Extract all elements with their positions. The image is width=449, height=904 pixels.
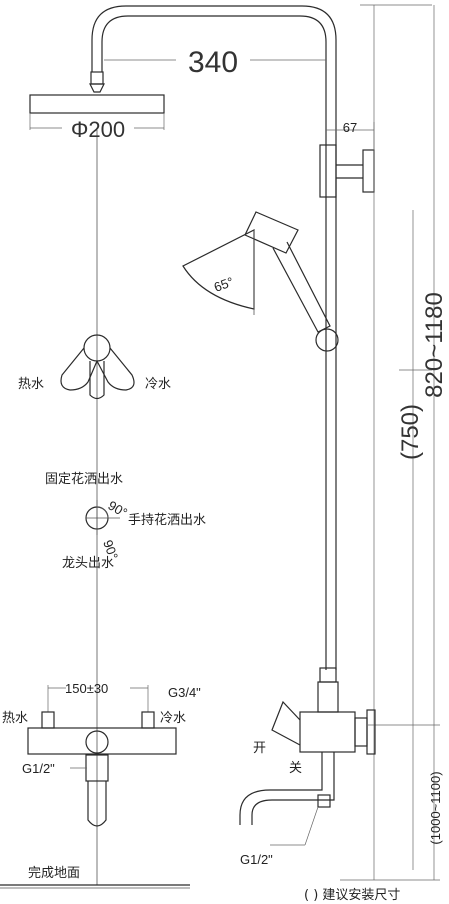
hot-label-bottom: 热水 xyxy=(2,711,28,726)
thread-spout-label: G1/2" xyxy=(240,852,273,867)
wall-offset-label: 67 xyxy=(343,120,357,135)
arm-width-dimension: 340 xyxy=(104,46,326,79)
mixer-valve-front xyxy=(60,334,135,400)
thread-main-label: G3/4" xyxy=(168,685,201,700)
cold-label-top: 冷水 xyxy=(145,377,171,392)
floor: 完成地面 xyxy=(0,866,190,889)
height-dimensions: 820~1180 (750) (1000~1100) xyxy=(340,4,448,881)
fixed-shower-label: 固定花洒出水 xyxy=(45,471,123,487)
shower-head: Φ200 xyxy=(29,94,165,142)
hand-shower: 65° xyxy=(182,211,339,352)
head-diameter-label: Φ200 xyxy=(71,117,125,142)
shower-arm xyxy=(89,5,337,145)
total-height-label: 820~1180 xyxy=(421,292,448,398)
thread-outlet-label: G1/2" xyxy=(22,761,55,776)
tap-outlet-label: 龙头出水 xyxy=(62,556,114,571)
handset-angle-label: 65° xyxy=(212,274,236,295)
cold-label-bottom: 冷水 xyxy=(160,711,186,726)
spout-height-label: (1000~1100) xyxy=(428,771,443,844)
note-label: ( ) 建议安装尺寸 xyxy=(304,888,400,903)
tub-spout-side xyxy=(239,681,376,846)
spread-label: 150±30 xyxy=(65,681,108,696)
hand-shower-label: 手持花洒出水 xyxy=(128,512,206,528)
open-label: 开 xyxy=(253,741,266,756)
riser-pipe xyxy=(319,144,375,683)
suggested-height-label: (750) xyxy=(397,404,424,460)
hot-label-top: 热水 xyxy=(18,377,44,392)
divert-angle-2: 90° xyxy=(100,538,121,562)
mixer-body xyxy=(27,685,177,827)
close-label: 关 xyxy=(289,761,302,776)
diverter xyxy=(85,500,120,535)
divert-angle-1: 90° xyxy=(106,498,131,521)
floor-label: 完成地面 xyxy=(28,866,80,881)
arm-width-label: 340 xyxy=(188,46,238,79)
